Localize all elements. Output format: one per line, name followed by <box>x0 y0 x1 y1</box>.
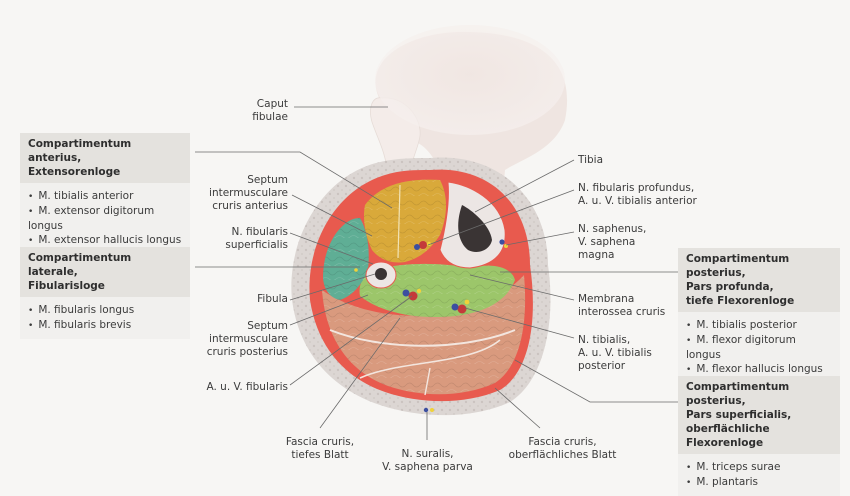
title-line: Pars superficialis, <box>686 409 792 421</box>
label-n-fibularis-profundus: N. fibularis profundus, A. u. V. tibiali… <box>578 182 697 208</box>
label-line: N. fibularis <box>231 226 288 238</box>
label-line: N. fibularis profundus, <box>578 182 695 194</box>
label-line: oberflächliches Blatt <box>508 449 617 461</box>
label-n-saphenus: N. saphenus, V. saphena magna <box>578 223 646 262</box>
muscle-item: M. extensor digitorum longus <box>28 204 182 233</box>
label-line: fibulae <box>252 111 288 123</box>
label-line: A. u. V. tibialis <box>578 347 652 359</box>
compartment-title: Compartimentum posterius, Pars superfici… <box>678 376 840 454</box>
label-n-suralis: N. suralis, V. saphena parva <box>375 448 480 474</box>
muscle-list: M. tibialis posterior M. flexor digitoru… <box>678 312 840 383</box>
compartment-title: Compartimentum anterius, Extensorenloge <box>20 133 190 183</box>
muscle-item: M. extensor hallucis longus <box>28 233 182 248</box>
label-a-v-fibularis: A. u. V. fibularis <box>207 381 289 394</box>
title-line: Compartimentum laterale, <box>28 252 132 278</box>
label-line: interossea cruris <box>578 306 666 318</box>
label-line: posterior <box>578 360 626 372</box>
label-line: A. u. V. fibularis <box>206 381 289 393</box>
label-line: Fascia cruris, <box>528 436 597 448</box>
label-line: Tibia <box>578 154 604 166</box>
muscle-list: M. fibularis longus M. fibularis brevis <box>20 297 190 339</box>
title-line: Pars profunda, <box>686 281 774 293</box>
muscle-item: M. triceps surae <box>686 460 832 475</box>
muscle-item: M. flexor hallucis longus <box>686 362 832 377</box>
title-line: Compartimentum posterius, <box>686 253 790 279</box>
muscle-item: M. tibialis posterior <box>686 318 832 333</box>
label-fibula: Fibula <box>257 293 288 306</box>
label-tibia: Tibia <box>578 154 603 167</box>
label-line: V. saphena <box>578 236 636 248</box>
title-line: Compartimentum posterius, <box>686 381 790 407</box>
title-line: oberflächliche Flexorenloge <box>686 423 770 449</box>
title-line: tiefe Flexorenloge <box>686 295 795 307</box>
label-line: Membrana <box>578 293 635 305</box>
muscle-item: M. flexor digitorum longus <box>686 333 832 362</box>
label-line: A. u. V. tibialis anterior <box>578 195 697 207</box>
muscle-list: M. triceps surae M. plantaris <box>678 454 840 496</box>
muscle-item: M. tibialis anterior <box>28 189 182 204</box>
label-line: V. saphena parva <box>382 461 473 473</box>
label-line: Caput <box>256 98 288 110</box>
compartment-title: Compartimentum laterale, Fibularisloge <box>20 247 190 297</box>
label-line: Fascia cruris, <box>285 436 355 448</box>
leg-cross-section-illustration <box>195 25 678 440</box>
label-line: Septum <box>247 320 288 332</box>
label-line: tiefes Blatt <box>291 449 349 461</box>
label-line: Fibula <box>257 293 288 305</box>
muscle-item: M. fibularis brevis <box>28 318 182 333</box>
label-line: cruris posterius <box>206 346 288 358</box>
title-line: Compartimentum anterius, <box>28 138 132 164</box>
label-line: cruris anterius <box>212 200 288 212</box>
neurovascular-bundles <box>354 239 508 413</box>
label-line: N. suralis, <box>401 448 454 460</box>
title-line: Fibularisloge <box>28 280 105 292</box>
label-septum-anterius: Septum intermusculare cruris anterius <box>209 174 288 213</box>
label-line: N. saphenus, <box>578 223 647 235</box>
label-line: magna <box>578 249 615 261</box>
label-n-tibialis: N. tibialis, A. u. V. tibialis posterior <box>578 334 652 373</box>
compartment-box-lateral: Compartimentum laterale, Fibularisloge M… <box>20 247 190 339</box>
label-n-fibularis-superficialis: N. fibularis superficialis <box>225 226 288 252</box>
compartment-box-anterior: Compartimentum anterius, Extensorenloge … <box>20 133 190 254</box>
muscle-list: M. tibialis anterior M. extensor digitor… <box>20 183 190 254</box>
label-septum-posterius: Septum intermusculare cruris posterius <box>207 320 288 359</box>
muscle-item: M. plantaris <box>686 475 832 490</box>
compartment-box-posterior-superficial: Compartimentum posterius, Pars superfici… <box>678 376 840 496</box>
label-membrana-interossea: Membrana interossea cruris <box>578 293 665 319</box>
label-fascia-tiefes: Fascia cruris, tiefes Blatt <box>270 436 370 462</box>
label-line: Septum <box>247 174 288 186</box>
leader-lines <box>195 106 678 440</box>
compartment-box-posterior-deep: Compartimentum posterius, Pars profunda,… <box>678 248 840 383</box>
label-line: intermusculare <box>209 333 288 345</box>
compartment-title: Compartimentum posterius, Pars profunda,… <box>678 248 840 312</box>
label-fascia-oberflaechlich: Fascia cruris, oberflächliches Blatt <box>505 436 620 462</box>
muscle-item: M. fibularis longus <box>28 303 182 318</box>
label-line: superficialis <box>225 239 288 251</box>
label-caput-fibulae: Caput fibulae <box>252 98 288 124</box>
title-line: Extensorenloge <box>28 166 121 178</box>
label-line: intermusculare <box>209 187 288 199</box>
label-line: N. tibialis, <box>578 334 631 346</box>
